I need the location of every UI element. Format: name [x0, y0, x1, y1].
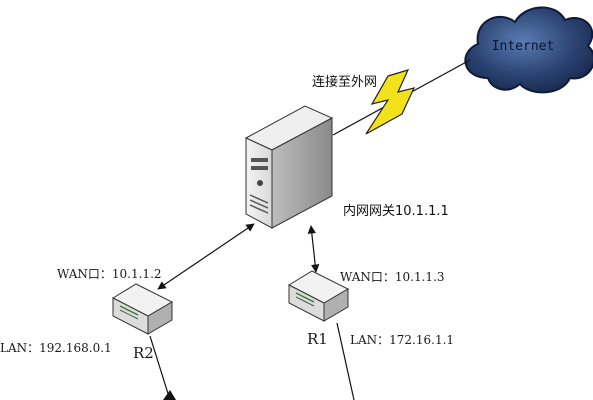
lightning-bolt-icon — [365, 69, 416, 135]
r1-name: R1 — [307, 330, 328, 348]
link-server-r1 — [307, 225, 320, 273]
r1-wan-label: WAN口：10.1.1.3 — [340, 270, 445, 284]
server-icon — [244, 105, 334, 229]
r1-lan-label: LAN：172.16.1.1 — [350, 333, 454, 347]
r2-wan-label: WAN口：10.1.1.2 — [57, 267, 162, 281]
r1-downlink — [336, 322, 355, 400]
r2-lan-label: LAN：192.168.0.1 — [0, 341, 112, 355]
router-r2-icon — [111, 283, 174, 335]
link-label: 连接至外网 — [312, 74, 377, 90]
internet-cloud: Internet — [464, 6, 593, 94]
internet-label: Internet — [492, 39, 555, 54]
gateway-label: 内网网关10.1.1.1 — [343, 203, 449, 219]
r2-name: R2 — [133, 344, 154, 362]
router-r1-icon — [287, 270, 350, 322]
link-server-r2 — [157, 223, 255, 290]
r2-downlink — [149, 335, 171, 400]
r2-downlink-arrow — [163, 390, 176, 400]
